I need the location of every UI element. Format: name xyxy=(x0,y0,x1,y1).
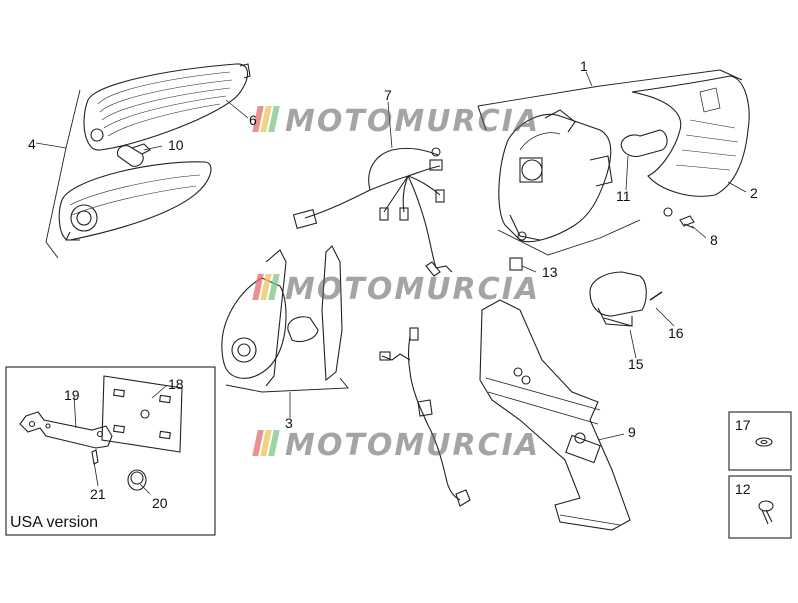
usa-version-box xyxy=(5,366,216,536)
washer-17 xyxy=(755,437,773,447)
watermark-text: MOTOMURCIA xyxy=(285,104,541,139)
plate-bracket-part xyxy=(479,299,631,531)
callout-9: 9 xyxy=(628,424,636,440)
callout-3: 3 xyxy=(285,415,293,431)
callout-10: 10 xyxy=(168,137,184,153)
callout-8: 8 xyxy=(710,232,718,248)
bulb-11-part xyxy=(620,129,668,158)
callout-15: 15 xyxy=(628,356,644,372)
usa-grommet-20 xyxy=(127,469,147,491)
usa-version-label: USA version xyxy=(10,514,99,531)
indicator-housing-part xyxy=(58,161,212,241)
callout-21: 21 xyxy=(90,486,106,502)
headlight-housing-part xyxy=(498,109,613,243)
bulb-10-part xyxy=(116,143,151,167)
clip-13-part xyxy=(509,257,523,271)
watermark: MOTOMURCIA xyxy=(252,428,541,464)
loom-cable-part xyxy=(379,327,471,507)
watermark-text: MOTOMURCIA xyxy=(285,272,541,307)
plate-light-part xyxy=(589,271,663,327)
callout-4: 4 xyxy=(28,136,36,152)
screw-12 xyxy=(758,500,774,525)
leader-lines xyxy=(35,71,747,495)
headlight-cover-part xyxy=(631,75,750,197)
callout-18: 18 xyxy=(168,376,184,392)
callout-17: 17 xyxy=(735,417,751,433)
indicator-lens-part xyxy=(83,63,251,151)
callout-1: 1 xyxy=(580,58,588,74)
callout-13: 13 xyxy=(542,264,558,280)
watermark-color-bars xyxy=(252,429,280,464)
callout-7: 7 xyxy=(384,87,392,103)
callout-6: 6 xyxy=(249,112,257,128)
watermark-color-bars xyxy=(252,273,280,308)
callout-20: 20 xyxy=(152,495,168,511)
callout-16: 16 xyxy=(668,325,684,341)
usa-plate-18 xyxy=(101,375,183,453)
watermark: MOTOMURCIA xyxy=(252,104,541,140)
watermark-color-bars xyxy=(252,105,280,140)
wiring-harness-part xyxy=(292,147,453,277)
usa-bracket-19 xyxy=(19,411,113,449)
rear-light-part xyxy=(221,245,343,387)
callout-19: 19 xyxy=(64,387,80,403)
callout-11: 11 xyxy=(616,188,631,204)
part-17-box xyxy=(728,411,792,471)
usa-screw-21 xyxy=(91,449,99,465)
part-12-box xyxy=(728,475,792,539)
watermark: MOTOMURCIA xyxy=(252,272,541,308)
watermark-text: MOTOMURCIA xyxy=(285,428,541,463)
callout-2: 2 xyxy=(750,185,758,201)
callout-12: 12 xyxy=(735,481,751,497)
screw-8-part xyxy=(663,207,695,229)
